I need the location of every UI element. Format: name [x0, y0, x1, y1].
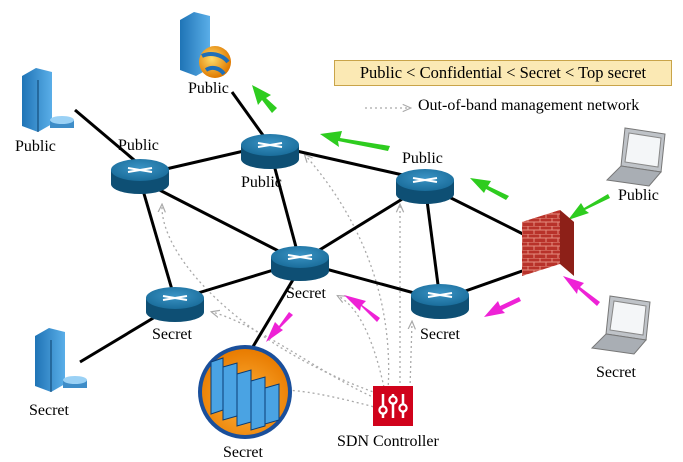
router-secret-right: [411, 284, 469, 319]
oob-legend-label: Out-of-band management network: [418, 97, 640, 114]
router-public-right: [396, 169, 454, 204]
label-sdn-controller: SDN Controller: [337, 433, 439, 450]
server-top-left-icon: [22, 68, 74, 132]
routers: [111, 134, 469, 322]
oob-lines: [162, 108, 412, 409]
label-router-secret-right: Secret: [420, 326, 461, 343]
green-arrow-web: [252, 85, 277, 113]
secret-flow-arrows: [266, 276, 600, 342]
green-arrow-right: [470, 178, 509, 200]
label-laptop-bottom: Secret: [596, 364, 637, 381]
green-arrow-top: [320, 131, 390, 151]
magenta-arrow-storage: [266, 312, 293, 342]
oob-line-to-secret-center: [338, 296, 386, 393]
label-server-bottom-left: Secret: [29, 402, 70, 419]
label-laptop-top: Public: [618, 187, 659, 204]
router-public-top: [241, 134, 299, 169]
label-router-secret-left: Secret: [152, 326, 193, 343]
node-labels: Public Public Public Public Public Publi…: [15, 80, 659, 461]
laptop-top-icon: [605, 127, 666, 187]
network-links: [74, 91, 526, 364]
green-arrow-laptop: [568, 194, 610, 220]
server-bottom-left-icon: [35, 328, 87, 392]
public-flow-arrows: [252, 85, 610, 220]
label-router-public-left: Public: [118, 137, 159, 154]
label-server-top-left: Public: [15, 138, 56, 155]
laptop-bottom-icon: [590, 295, 651, 355]
label-web-server: Public: [188, 80, 229, 97]
oob-line-to-public-left: [162, 205, 383, 396]
label-storage: Secret: [223, 444, 264, 461]
magenta-arrow-right: [484, 297, 521, 317]
router-secret-left: [146, 287, 204, 322]
magenta-arrow-laptop: [563, 276, 600, 306]
firewall-icon: [522, 210, 574, 276]
oob-line-to-public-top: [305, 155, 390, 391]
router-public-left: [111, 159, 169, 194]
storage-icon: [198, 345, 292, 439]
label-router-public-top: Public: [241, 174, 282, 191]
oob-line-to-secret-left: [212, 312, 381, 401]
oob-line-to-storage: [282, 390, 379, 409]
security-level-legend: Public < Confidential < Secret < Top sec…: [334, 60, 672, 86]
sdn-controller-icon: [373, 386, 413, 426]
web-server-icon: [180, 12, 231, 78]
magenta-arrow-center: [344, 295, 380, 322]
oob-line-to-secret-right: [410, 322, 412, 389]
label-router-secret-center: Secret: [286, 285, 327, 302]
label-router-public-right: Public: [402, 150, 443, 167]
router-secret-center: [271, 246, 329, 281]
